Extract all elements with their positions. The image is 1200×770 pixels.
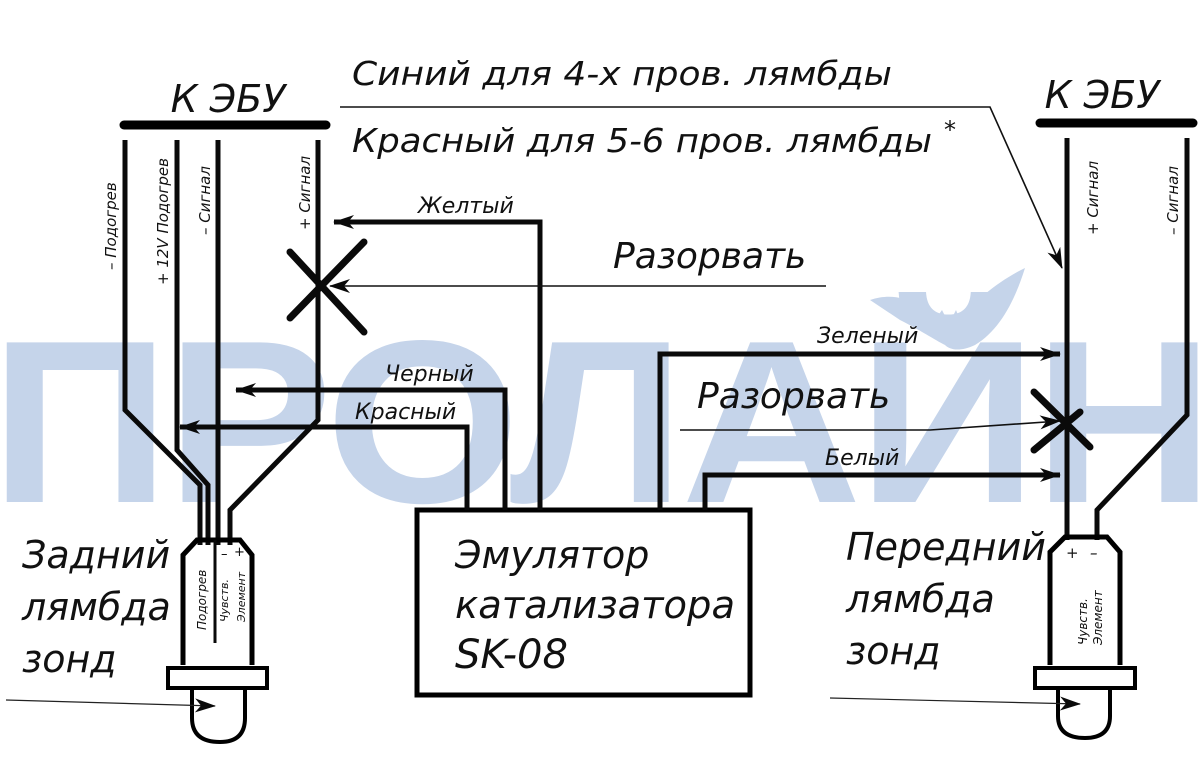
rear-sensor-line-3: зонд: [22, 637, 117, 681]
emulator-line-3: SK-08: [455, 632, 568, 678]
front-sensor: Передний лямбда зонд + – Чувств. Элемент: [829, 525, 1137, 741]
note-leader-line: [340, 106, 1063, 269]
left-wire-12v-heater: [174, 140, 211, 545]
right-wire-minus-signal: [1094, 138, 1190, 540]
front-sensor-terminal-minus: –: [1090, 544, 1098, 562]
front-sensor-inner-2: Элемент: [1091, 589, 1105, 646]
rear-sensor-body: [180, 537, 255, 665]
notes: Синий для 4-х пров. лямбды Красный для 5…: [340, 54, 1063, 269]
label-red: Красный: [355, 400, 456, 425]
right-ecu-group: К ЭБУ + Сигнал – Сигнал: [1030, 73, 1198, 540]
rear-sensor-inner-1: Подогрев: [195, 570, 209, 630]
label-green: Зеленый: [817, 324, 918, 349]
rear-sensor-tip: [190, 690, 247, 745]
rear-sensor-inner-3: Элемент: [235, 571, 248, 623]
cut-label-right: Разорвать: [697, 376, 890, 417]
left-wire-label-2: + 12V Подогрев: [154, 158, 172, 285]
emulator: Эмулятор катализатора SK-08: [414, 507, 753, 698]
rear-sensor: Задний лямбда зонд Подогрев Чувств. Элем…: [5, 533, 269, 745]
rear-sensor-leader: [5, 698, 216, 713]
watermark-text: ПРОЛАЙН: [0, 291, 1200, 552]
cut-mark-right: [1030, 388, 1094, 454]
left-ecu-title: К ЭБУ: [171, 77, 289, 121]
cut-label-left: Разорвать: [613, 236, 806, 277]
rear-sensor-terminal-minus: –: [221, 547, 228, 562]
rear-sensor-inner-2: Чувств.: [218, 579, 231, 622]
label-yellow: Желтый: [416, 194, 514, 219]
wire-green: [657, 347, 1061, 510]
front-sensor-terminal-plus: +: [1066, 544, 1079, 562]
right-ecu-title: К ЭБУ: [1045, 73, 1163, 117]
left-wire-minus-heater: [122, 140, 203, 545]
emulator-line-2: катализатора: [455, 583, 735, 627]
front-sensor-body: [1047, 534, 1123, 665]
wire-yellow: [333, 215, 543, 510]
cut-mark-left: [286, 238, 368, 336]
left-wire-label-3: – Сигнал: [196, 166, 214, 235]
emulator-wires: Желтый Черный Красный Зеленый Белый: [179, 194, 1061, 510]
front-sensor-tip: [1056, 690, 1112, 741]
emulator-line-1: Эмулятор: [454, 533, 649, 577]
red-note: Красный для 5-6 пров. лямбды: [352, 121, 932, 160]
red-note-asterisk: *: [944, 116, 956, 144]
wire-red: [179, 420, 470, 510]
front-sensor-leader: [829, 696, 1081, 711]
front-sensor-line-2: лямбда: [845, 577, 995, 621]
left-wire-label-1: – Подогрев: [102, 182, 120, 270]
front-sensor-inner-1: Чувств.: [1076, 598, 1090, 645]
rear-sensor-line-2: лямбда: [21, 585, 171, 629]
right-wire-label-2: – Сигнал: [1164, 166, 1182, 235]
front-sensor-flange: [1033, 666, 1137, 690]
emulator-box: [414, 507, 753, 698]
rear-sensor-flange: [166, 666, 269, 690]
rear-sensor-line-1: Задний: [22, 533, 170, 577]
wire-white: [702, 468, 1061, 510]
cut-annotations: Разорвать Разорвать: [329, 236, 1061, 431]
left-ecu-group: К ЭБУ – Подогрев + 12V Подогрев – Сигнал…: [102, 77, 368, 545]
left-wire-label-4: + Сигнал: [296, 156, 314, 230]
wire-black: [235, 383, 508, 510]
rear-sensor-terminal-plus: +: [234, 545, 245, 560]
label-black: Черный: [385, 362, 474, 387]
front-sensor-line-1: Передний: [846, 525, 1046, 569]
blue-note: Синий для 4-х пров. лямбды: [352, 54, 892, 93]
label-white: Белый: [825, 446, 899, 471]
right-wire-label-1: + Сигнал: [1084, 161, 1102, 235]
bat-icon: [870, 268, 1025, 350]
front-sensor-line-3: зонд: [846, 629, 941, 673]
cut-leader-right: [680, 415, 1061, 431]
